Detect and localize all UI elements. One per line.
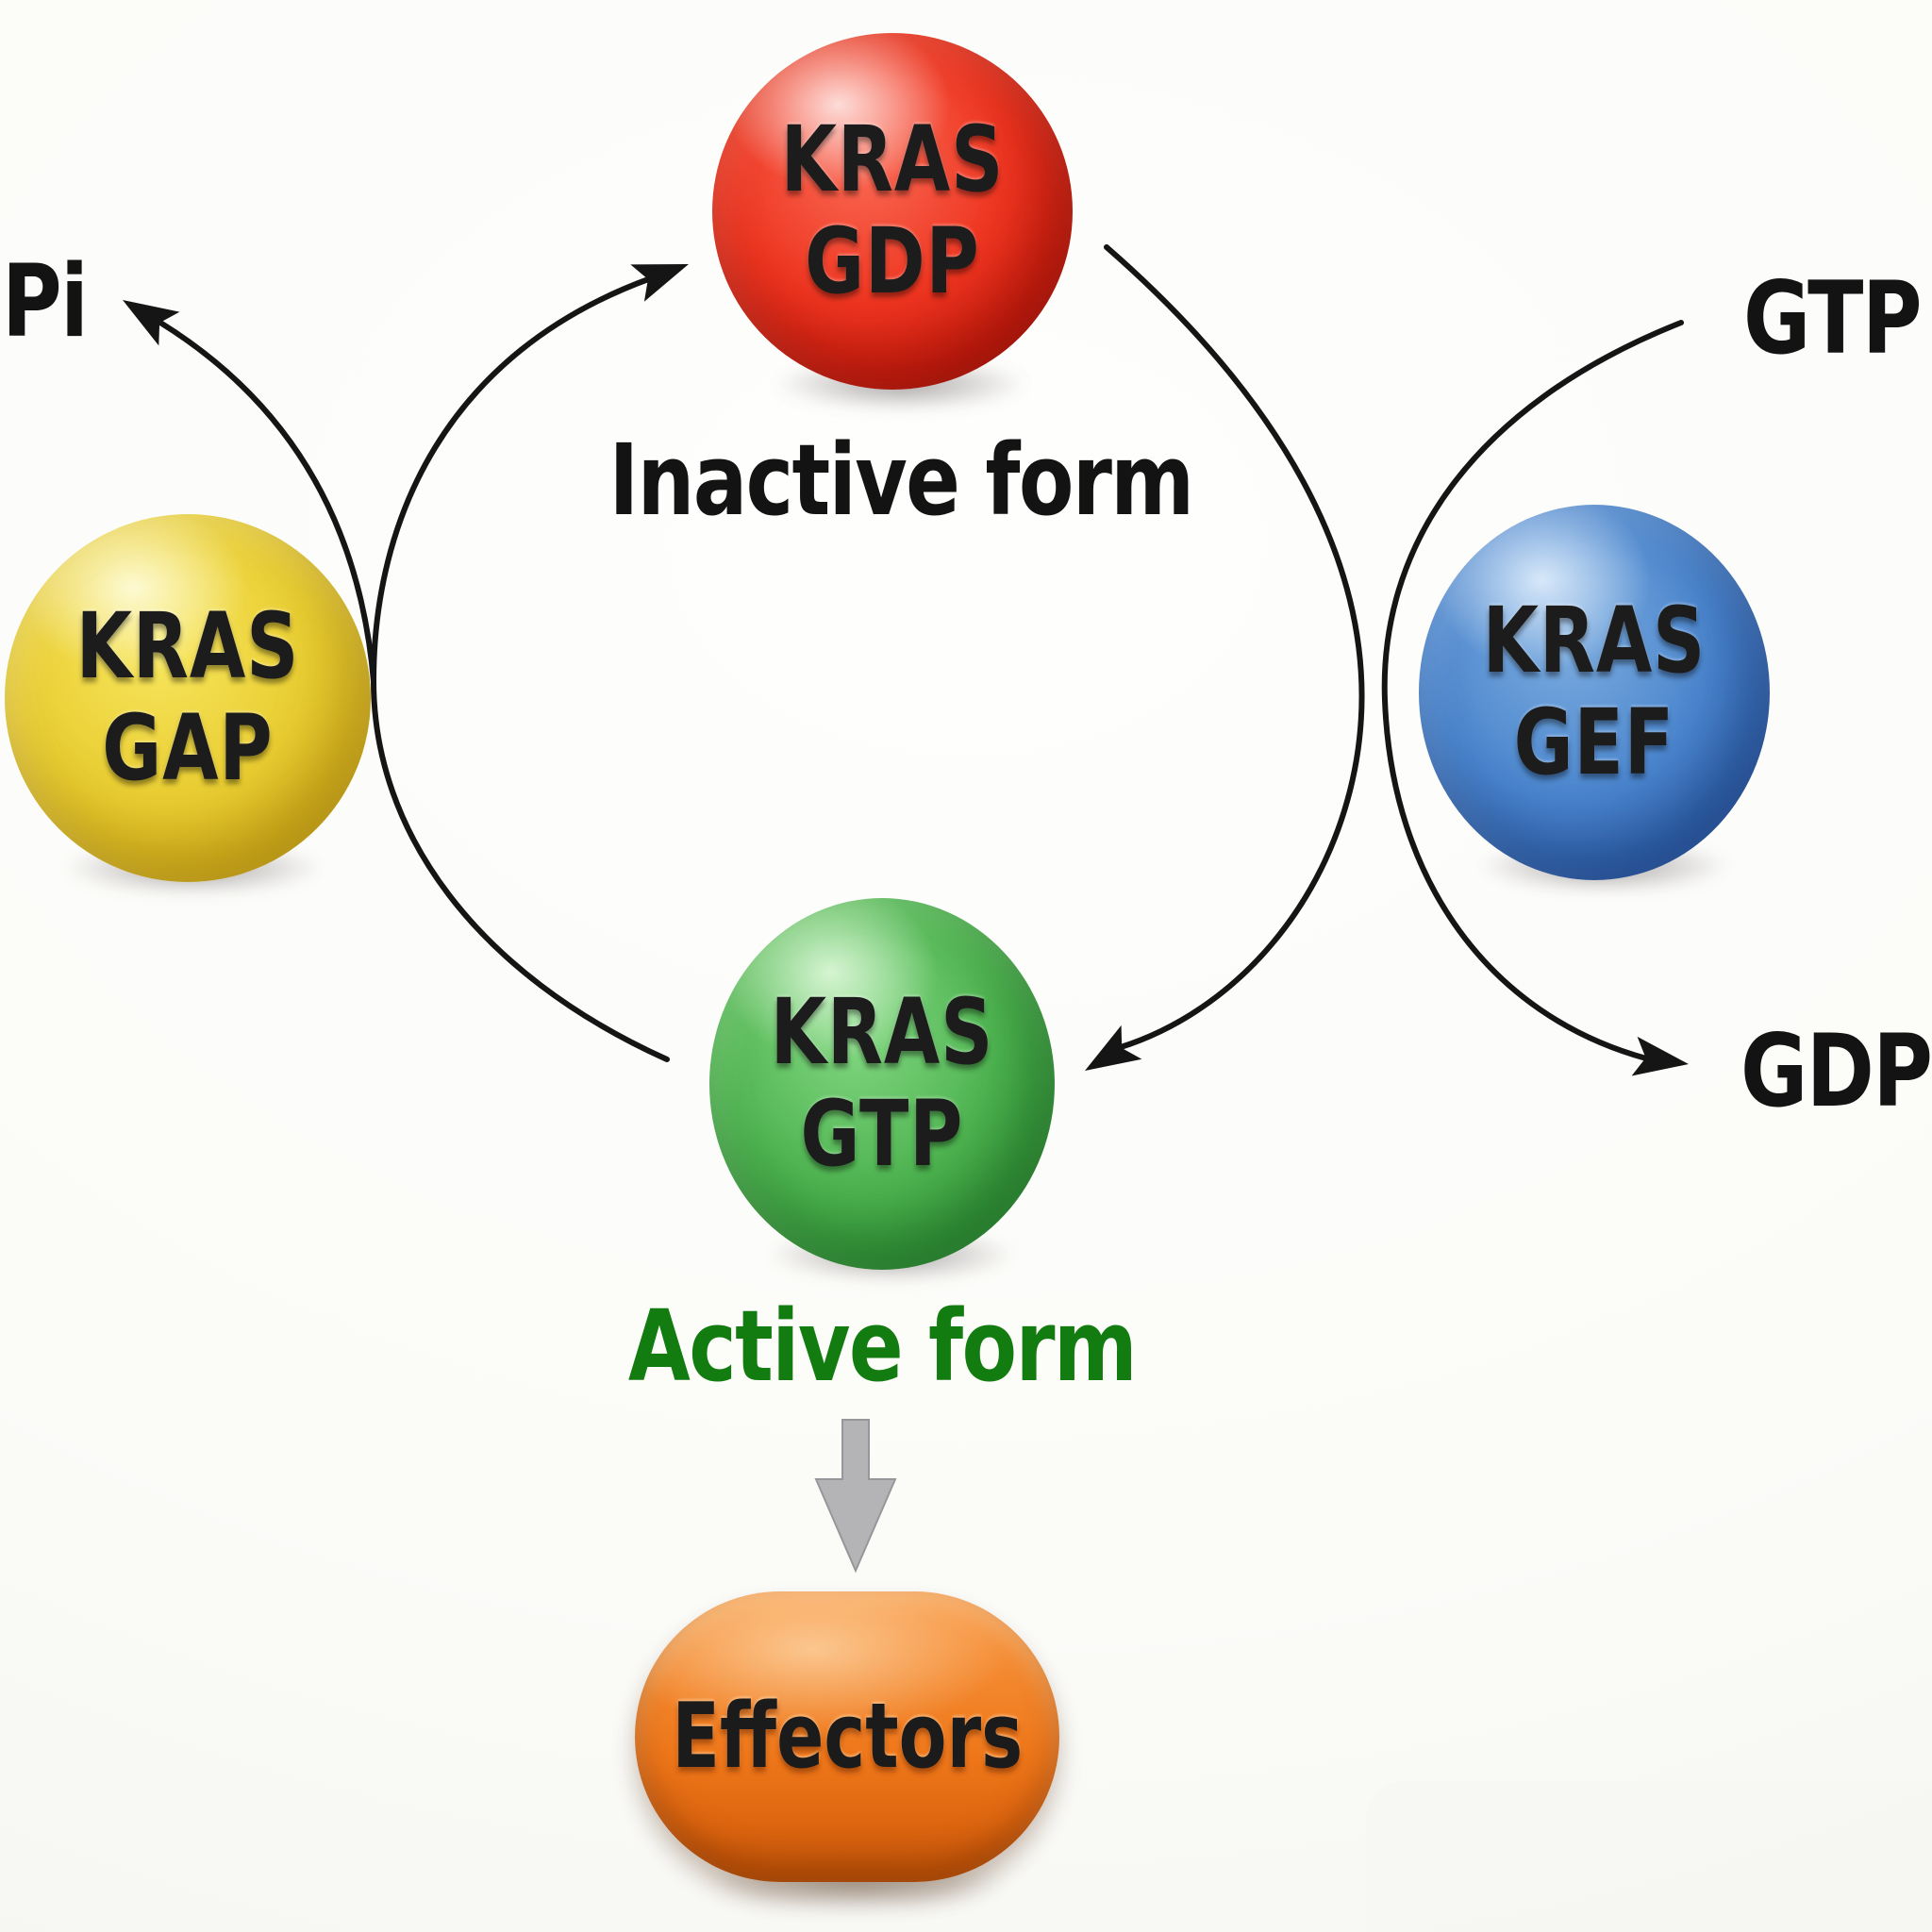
kras-gef-ball: KRAS GEF [1419,505,1770,880]
kras-gdp-ball-label: KRAS GDP [780,107,1005,314]
arc-gef-exchange [1104,244,1365,1050]
gdp-label: GDP [1740,1013,1932,1129]
kras-gef-ball-label: KRAS GEF [1482,588,1707,795]
pi-label: Pi [2,243,89,359]
effectors-label: Effectors [672,1685,1023,1789]
arrowhead-to-active-icon [1085,1024,1142,1071]
effectors-pill: Effectors [635,1591,1059,1882]
arrowhead-to-pi-icon [123,300,180,346]
background-corner-patch [1366,1781,1932,1932]
down-arrow-to-effectors-icon [814,1419,897,1574]
kras-gtp-ball-label: KRAS GTP [770,979,994,1187]
kras-gap-ball-label: KRAS GAP [75,593,300,801]
kras-gtp-ball: KRAS GTP [709,898,1055,1270]
kras-gdp-ball: KRAS GDP [712,33,1073,390]
gtp-label: GTP [1743,260,1923,376]
inactive-form-title: Inactive form [608,423,1195,538]
arrowhead-to-gdp-icon [1631,1036,1689,1076]
arc-pi-release [158,320,376,684]
arc-gtp-in-gdp-out [1381,320,1684,1061]
arc-gap-hydrolysis [370,275,670,1062]
kras-gap-ball: KRAS GAP [5,514,371,882]
active-form-title: Active form [627,1289,1138,1404]
arrowhead-to-inactive-icon [630,264,689,302]
